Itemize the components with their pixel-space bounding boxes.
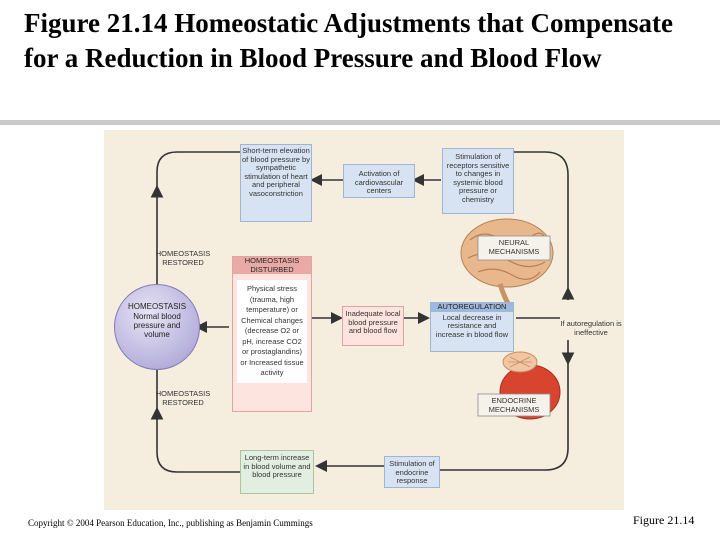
endocrine-gland-icon	[477, 351, 561, 420]
if-ineffective-label: If autoregulation is ineffective	[560, 319, 622, 338]
homeostasis-disturbed-box: HOMEOSTASIS DISTURBED Physical stress (t…	[232, 256, 312, 412]
page-title: Figure 21.14 Homeostatic Adjustments tha…	[24, 8, 673, 73]
inadequate-flow-box: Inadequate local blood pressure and bloo…	[342, 306, 404, 346]
autoregulation-box: AUTOREGULATION Local decrease in resista…	[430, 302, 514, 352]
endocrine-mechanisms-label: ENDOCRINE MECHANISMS	[488, 396, 540, 414]
stimulation-endocrine-box: Stimulation of endocrine response	[384, 456, 440, 488]
title-divider	[0, 120, 720, 125]
copyright-text: Copyright © 2004 Pearson Education, Inc.…	[28, 518, 313, 528]
loop-top-left-arrow	[156, 151, 240, 290]
homeostasis-circle-title: HOMEOSTASIS	[127, 302, 187, 311]
homeostasis-circle-body: Normal blood pressure and volume	[133, 312, 181, 339]
short-term-box: Short-term elevation of blood pressure b…	[240, 144, 312, 222]
homeostasis-restored-bottom-label: HOMEOSTASIS RESTORED	[155, 389, 211, 407]
homeostasis-circle: HOMEOSTASIS Normal blood pressure and vo…	[114, 284, 200, 370]
homeostasis-disturbed-header: HOMEOSTASIS DISTURBED	[233, 256, 311, 275]
long-term-box: Long-term increase in blood volume and b…	[240, 450, 314, 494]
stimulation-receptors-box: Stimulation of receptors sensitive to ch…	[442, 148, 514, 214]
brain-icon	[460, 218, 554, 312]
autoregulation-header: AUTOREGULATION	[431, 302, 513, 312]
figure-reference: Figure 21.14	[633, 513, 695, 527]
activation-box: Activation of cardiovascular centers	[343, 164, 415, 198]
homeostasis-restored-top-label: HOMEOSTASIS RESTORED	[155, 249, 211, 267]
homeostasis-disturbed-body: Physical stress (trauma, high temperatur…	[237, 280, 307, 383]
neural-mechanisms-label: NEURAL MECHANISMS	[488, 238, 540, 256]
autoregulation-body: Local decrease in resistance and increas…	[435, 312, 509, 339]
